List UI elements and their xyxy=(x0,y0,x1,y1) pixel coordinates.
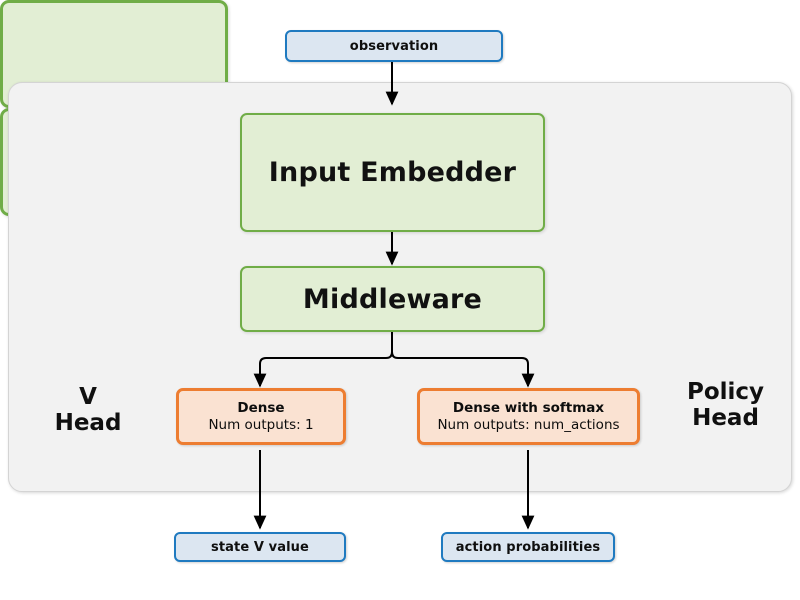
action-probabilities-label: action probabilities xyxy=(455,539,601,555)
dense-v-head-title: Dense xyxy=(237,399,285,416)
observation-label: observation xyxy=(349,38,439,54)
node-dense-v-head[interactable]: Dense Num outputs: 1 xyxy=(176,388,346,445)
dense-v-head-subtitle: Num outputs: 1 xyxy=(208,416,314,433)
dense-softmax-title: Dense with softmax xyxy=(452,399,605,416)
middleware-label: Middleware xyxy=(302,283,483,315)
v-head-caption: V Head xyxy=(54,384,122,436)
node-dense-softmax-policy-head[interactable]: Dense with softmax Num outputs: num_acti… xyxy=(417,388,640,445)
node-action-probabilities[interactable]: action probabilities xyxy=(441,532,615,562)
node-observation[interactable]: observation xyxy=(285,30,503,62)
node-input-embedder[interactable]: Input Embedder xyxy=(240,113,545,232)
node-middleware[interactable]: Middleware xyxy=(240,266,545,332)
policy-head-caption: Policy Head xyxy=(686,379,765,431)
dense-softmax-subtitle: Num outputs: num_actions xyxy=(437,416,620,433)
node-state-v-value[interactable]: state V value xyxy=(174,532,346,562)
state-v-value-label: state V value xyxy=(211,539,309,555)
input-embedder-label: Input Embedder xyxy=(268,157,517,188)
